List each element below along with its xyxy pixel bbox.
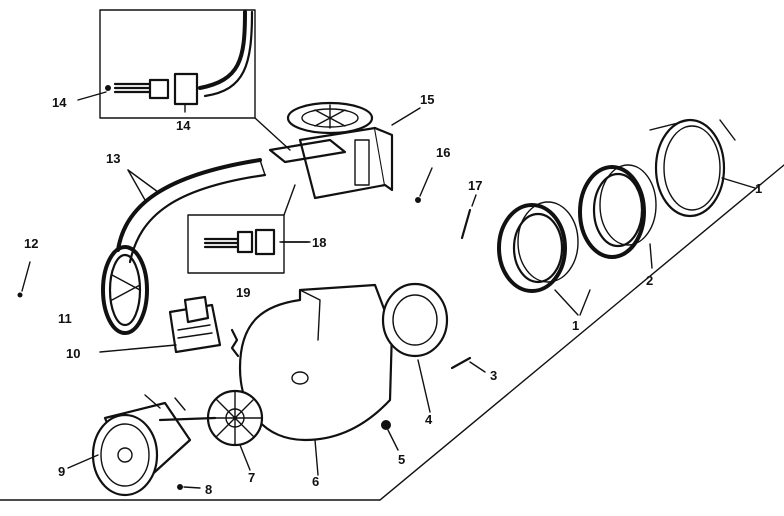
- label-18: 18: [312, 235, 326, 250]
- screw-12: [17, 261, 31, 298]
- label-6: 6: [312, 474, 319, 489]
- blower-housing: [238, 283, 394, 476]
- screw-17: [460, 194, 477, 240]
- grommet: [381, 420, 399, 451]
- diagonal-baseline: [379, 164, 784, 501]
- leader-13a: [127, 169, 159, 193]
- transformer: [99, 295, 222, 354]
- label-16: 16: [436, 145, 450, 160]
- label-15: 15: [420, 92, 434, 107]
- label-14a: 14: [52, 95, 67, 110]
- label-13: 13: [106, 151, 120, 166]
- label-12: 12: [24, 236, 38, 251]
- label-9: 9: [58, 464, 65, 479]
- motor: [67, 394, 217, 497]
- air-damper: [381, 282, 449, 413]
- screw-16: [415, 167, 433, 203]
- label-4: 4: [425, 412, 433, 427]
- label-2: 2: [646, 273, 653, 288]
- label-17: 17: [468, 178, 482, 193]
- label-19: 19: [236, 285, 250, 300]
- ring-1-right: [649, 118, 756, 218]
- screw-8: [177, 484, 201, 490]
- leader-15: [391, 107, 421, 126]
- electrode-inset: [187, 184, 311, 274]
- nozzle-line-inset: [77, 9, 291, 151]
- ring-1-left: [497, 201, 591, 316]
- label-14b: 14: [176, 118, 191, 133]
- label-7: 7: [248, 470, 255, 485]
- wire-19: [230, 328, 240, 358]
- pin-3: [450, 356, 486, 373]
- transformer-housing: [268, 101, 394, 200]
- leader-13b: [127, 169, 146, 201]
- air-tube: [116, 158, 267, 264]
- label-3: 3: [490, 368, 497, 383]
- cover-disc: [101, 245, 149, 335]
- label-1b: 1: [572, 318, 579, 333]
- label-11: 11: [58, 311, 72, 326]
- label-1a: 1: [755, 181, 762, 196]
- ring-2: [578, 164, 657, 269]
- label-10: 10: [66, 346, 80, 361]
- label-8: 8: [205, 482, 212, 497]
- fan-wheel: [206, 389, 264, 471]
- label-5: 5: [398, 452, 405, 467]
